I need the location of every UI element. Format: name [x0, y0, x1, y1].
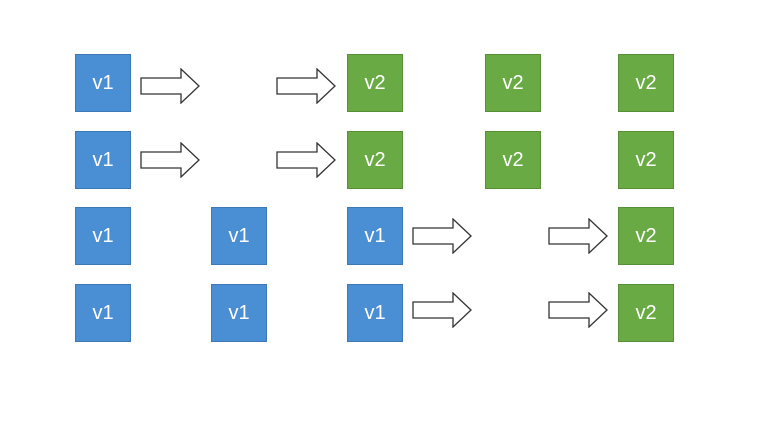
v2-box: v2	[347, 54, 403, 112]
v2-box: v2	[618, 131, 674, 189]
v1-box: v1	[211, 284, 267, 342]
v1-box: v1	[75, 284, 131, 342]
v2-box: v2	[347, 131, 403, 189]
block-arrow-icon	[412, 292, 474, 328]
block-arrow-icon	[140, 68, 202, 104]
block-arrow-icon	[140, 142, 202, 178]
v1-box: v1	[347, 284, 403, 342]
v2-box: v2	[485, 131, 541, 189]
v2-box: v2	[618, 54, 674, 112]
block-arrow-icon	[276, 142, 338, 178]
block-arrow-icon	[548, 292, 610, 328]
block-arrow-icon	[548, 218, 610, 254]
v1-box: v1	[347, 207, 403, 265]
v2-box: v2	[618, 284, 674, 342]
v1-box: v1	[75, 54, 131, 112]
block-arrow-icon	[412, 218, 474, 254]
v1-box: v1	[75, 207, 131, 265]
v2-box: v2	[485, 54, 541, 112]
v1-box: v1	[75, 131, 131, 189]
v2-box: v2	[618, 207, 674, 265]
block-arrow-icon	[276, 68, 338, 104]
v1-box: v1	[211, 207, 267, 265]
